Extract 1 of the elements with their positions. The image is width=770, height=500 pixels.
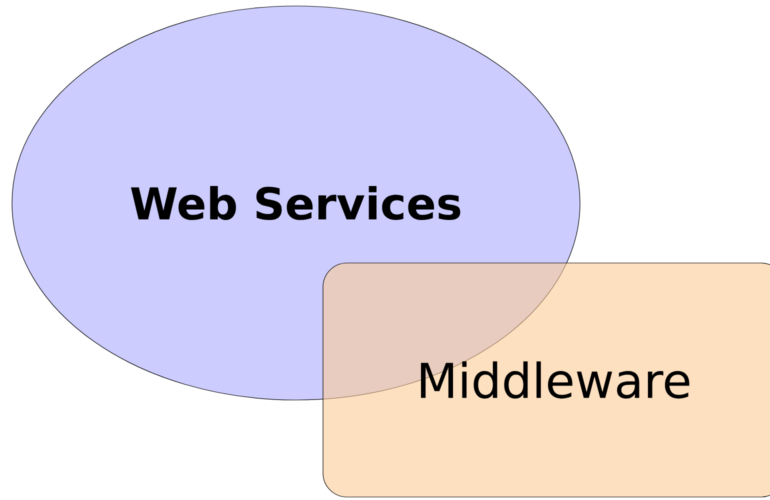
rounded-box: Middleware — [322, 262, 770, 498]
